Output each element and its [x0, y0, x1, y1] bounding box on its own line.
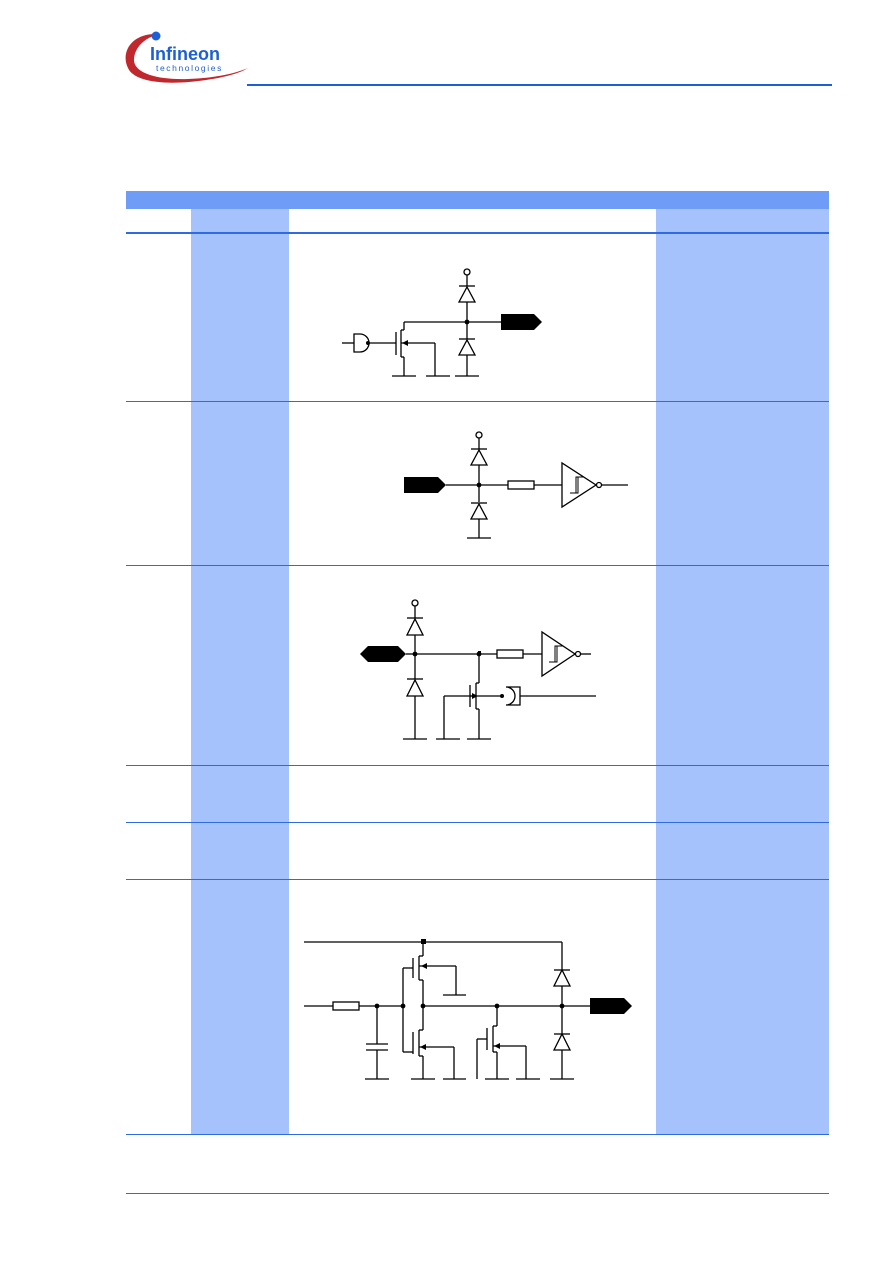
supply-terminal — [463, 268, 471, 276]
diode — [552, 1032, 572, 1051]
resistor — [507, 480, 535, 490]
diode — [469, 502, 489, 520]
row-divider — [126, 765, 829, 766]
push-pull-output-circuit — [300, 934, 640, 1084]
footer-rule — [126, 1193, 829, 1194]
pad-arrow — [590, 998, 632, 1014]
table-column-shaded-right — [656, 209, 829, 1135]
header-rule — [247, 84, 832, 86]
row-divider — [126, 401, 829, 402]
row-divider — [126, 822, 829, 823]
diode — [405, 678, 425, 697]
bidirectional-io-circuit — [358, 595, 608, 745]
table-header-bar — [126, 191, 829, 209]
open-drain-output-circuit — [330, 262, 550, 382]
schmitt-trigger-buffer — [561, 461, 598, 509]
schmitt-trigger-buffer — [541, 630, 577, 678]
row-divider — [126, 879, 829, 880]
infineon-logo: Infineon technologies — [122, 28, 252, 90]
pad-arrow — [501, 314, 542, 330]
row-divider — [126, 565, 829, 566]
diode — [457, 285, 477, 303]
logo-wordmark: Infineon — [150, 44, 220, 64]
pad-arrow — [404, 477, 446, 493]
resistor — [496, 649, 524, 659]
logo-dot — [151, 31, 161, 41]
table-column-shaded-left — [191, 209, 289, 1135]
schmitt-input-circuit — [400, 425, 635, 545]
resistor — [332, 1001, 360, 1011]
logo-tagline: technologies — [156, 63, 223, 73]
diode — [405, 617, 425, 636]
diode — [552, 968, 572, 987]
diode — [469, 448, 489, 466]
bidirectional-pad — [360, 646, 406, 662]
gate-driver — [505, 686, 521, 706]
table-header-rule — [126, 232, 829, 234]
diode — [457, 338, 477, 356]
row-divider — [126, 1134, 829, 1135]
